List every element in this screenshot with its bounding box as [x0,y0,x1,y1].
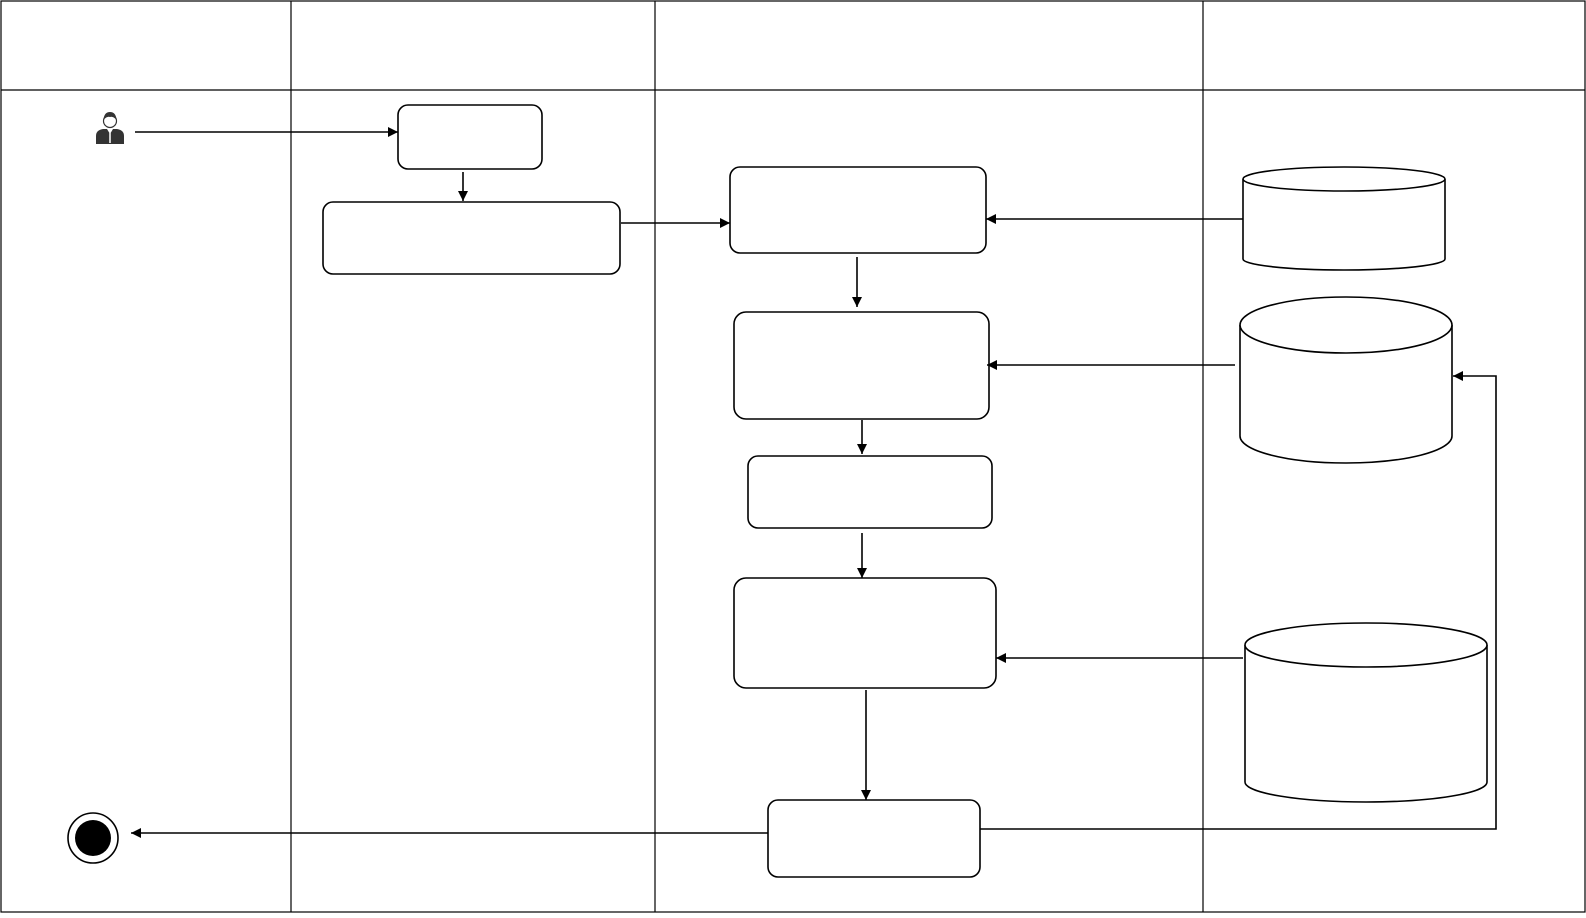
datastore-1 [1242,166,1446,271]
activity-step-1 [397,104,543,170]
activity-step-7 [767,799,981,878]
edge-step-7-to-db-2 [980,371,1497,830]
datastore-2 [1239,296,1453,464]
activity-step-2 [322,201,621,275]
activity-step-5 [747,455,993,529]
activity-step-3 [729,166,987,254]
activity-step-6 [733,577,997,689]
actor-icon [96,112,124,144]
activity-step-4 [733,311,990,420]
datastore-3 [1244,622,1488,803]
final-node [67,812,119,864]
